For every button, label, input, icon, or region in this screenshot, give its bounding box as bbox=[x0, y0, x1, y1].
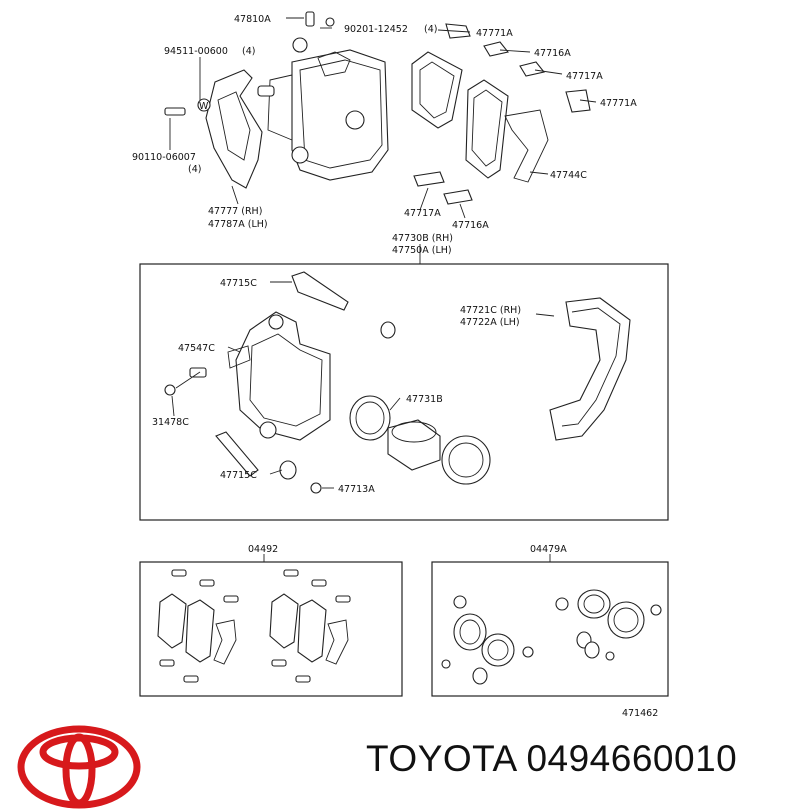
label-kit-04479A: 04479A bbox=[530, 544, 567, 555]
label-47771A-mid: 47771A bbox=[600, 98, 637, 109]
label-47716A-bot: 47716A bbox=[452, 220, 489, 231]
caliper-top-drawing bbox=[257, 37, 389, 181]
label-47810A: 47810A bbox=[234, 14, 271, 25]
label-diagram-number: 471462 bbox=[622, 708, 658, 719]
label-47722A-lh: 47722A (LH) bbox=[460, 317, 520, 328]
caliper-body-drawing bbox=[227, 311, 331, 441]
label-47787A-lh: 47787A (LH) bbox=[208, 219, 268, 230]
kit-04479A-parts-drawing bbox=[441, 589, 662, 685]
label-47717A-bot: 47717A bbox=[404, 208, 441, 219]
label-47730B-rh: 47730B (RH) bbox=[392, 233, 453, 244]
guide-pins-drawing bbox=[164, 271, 396, 494]
label-kit-04492: 04492 bbox=[248, 544, 278, 555]
logo-vertical-ring bbox=[62, 733, 96, 807]
svg-text:W: W bbox=[199, 101, 209, 112]
label-90110-qty: (4) bbox=[188, 164, 201, 175]
label-90201-qty: (4) bbox=[424, 24, 437, 35]
leader-lines-top bbox=[169, 17, 597, 264]
label-47721C-rh: 47721C (RH) bbox=[460, 305, 521, 316]
label-90110-06007: 90110-06007 bbox=[132, 152, 196, 163]
label-47777-rh: 47777 (RH) bbox=[208, 206, 262, 217]
label-47744C: 47744C bbox=[550, 170, 587, 181]
label-47716A-top: 47716A bbox=[534, 48, 571, 59]
label-47771A-top: 47771A bbox=[476, 28, 513, 39]
label-47731B: 47731B bbox=[406, 394, 443, 405]
label-47547C: 47547C bbox=[178, 343, 215, 354]
label-47715C-top: 47715C bbox=[220, 278, 257, 289]
kit-04492-box bbox=[139, 561, 403, 697]
kit-04492-parts-drawing bbox=[157, 569, 351, 683]
label-47717A-top: 47717A bbox=[566, 71, 603, 82]
label-47715C-bot: 47715C bbox=[220, 470, 257, 481]
pad-clips-drawing bbox=[305, 11, 591, 205]
label-31478C: 31478C bbox=[152, 417, 189, 428]
label-47713A: 47713A bbox=[338, 484, 375, 495]
label-94511-qty: (4) bbox=[242, 46, 255, 57]
leader-lines-main bbox=[171, 281, 555, 489]
caliper-assembly-box bbox=[139, 263, 669, 521]
anti-squeal-shim-drawing: W bbox=[164, 69, 263, 189]
label-94511-00600: 94511-00600 bbox=[164, 46, 228, 57]
label-47750A-lh: 47750A (LH) bbox=[392, 245, 452, 256]
caliper-bracket-drawing bbox=[549, 297, 631, 441]
logo-horizontal-ring bbox=[39, 734, 119, 770]
brand-part-number: TOYOTA 0494660010 bbox=[366, 738, 738, 779]
toyota-logo-icon bbox=[17, 725, 141, 809]
label-90201-12452: 90201-12452 bbox=[344, 24, 408, 35]
brake-pads-drawing bbox=[411, 51, 549, 183]
piston-seals-drawing bbox=[349, 395, 491, 485]
